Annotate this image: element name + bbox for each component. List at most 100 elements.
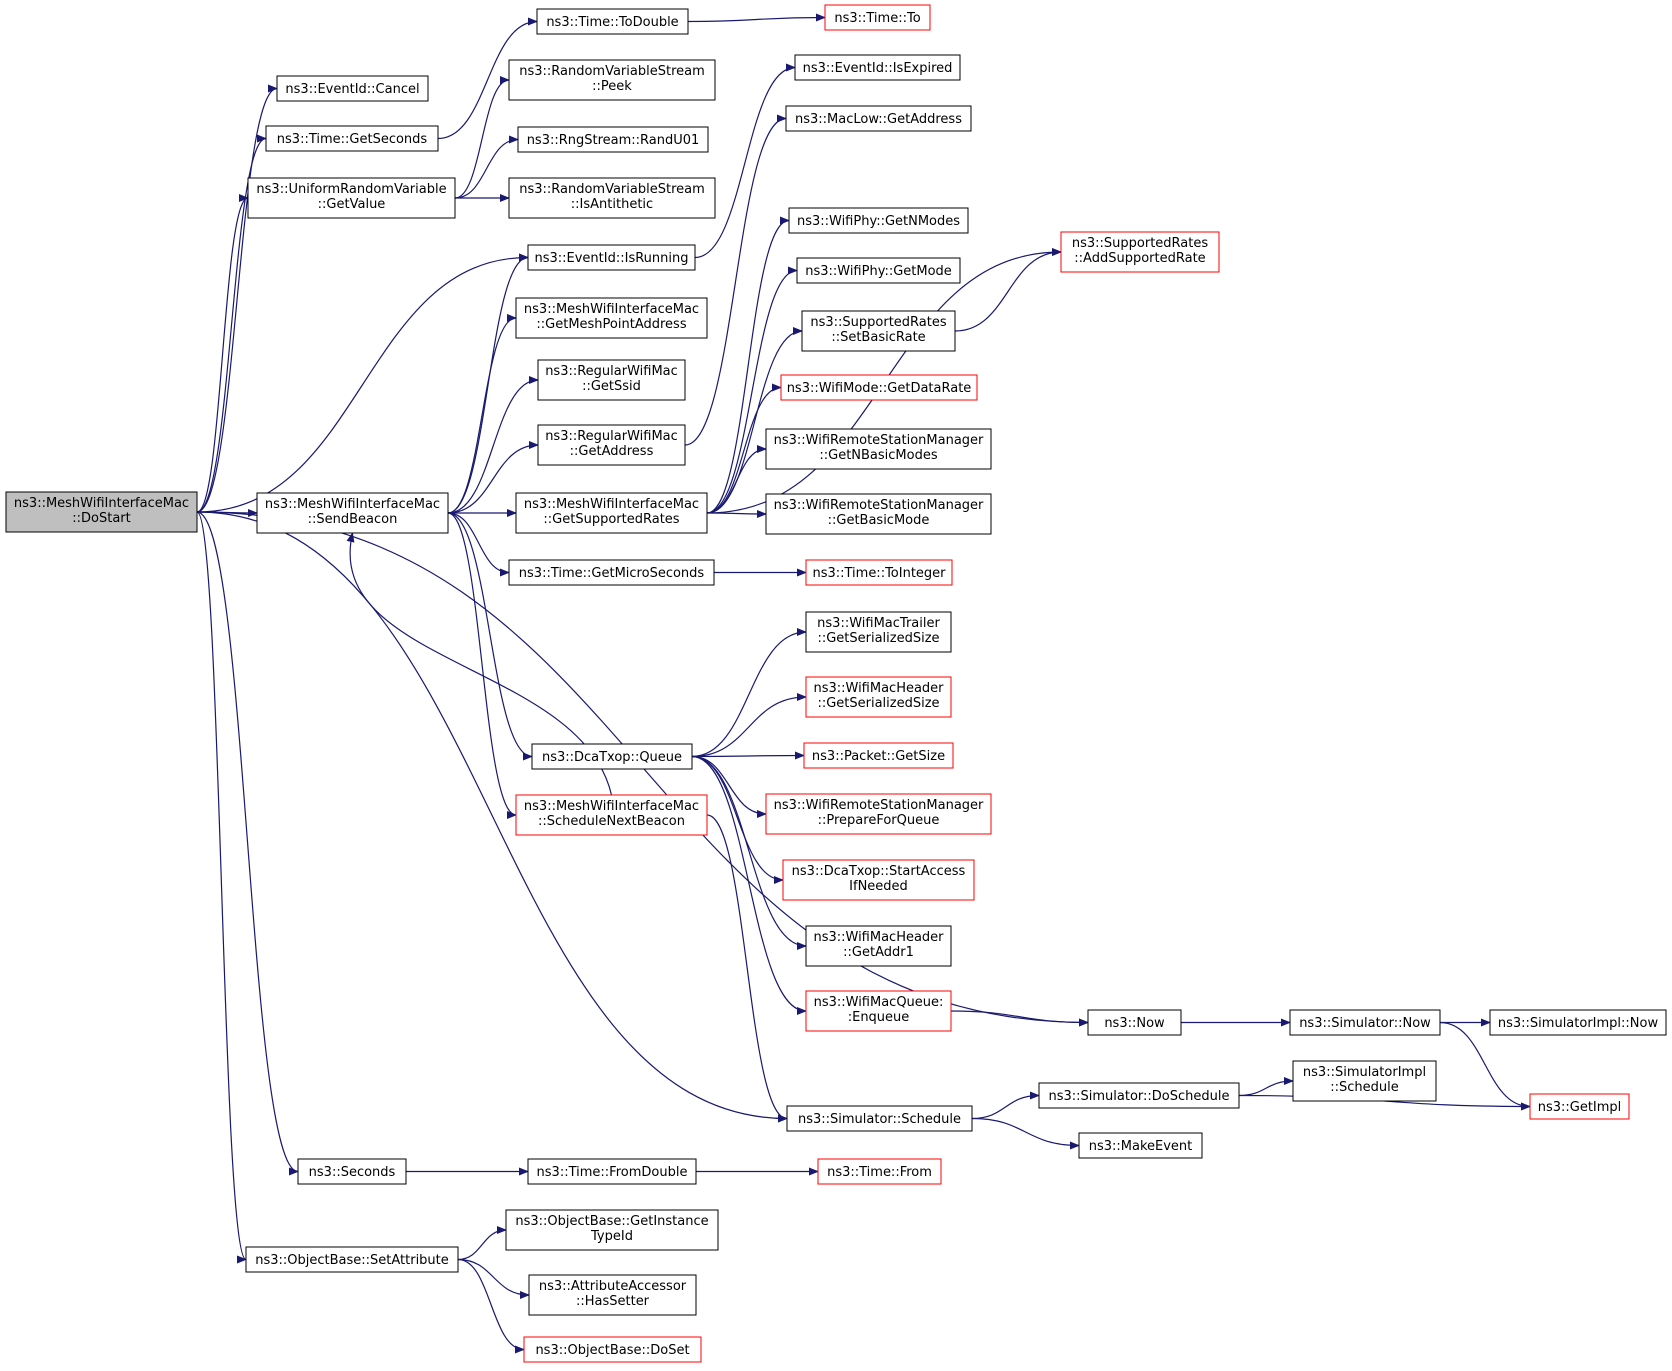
node-getaddr1[interactable]: ns3::WifiMacHeader::GetAddr1 xyxy=(805,925,952,967)
node-box xyxy=(256,492,449,534)
node-label: ns3::RandomVariableStream xyxy=(519,64,705,79)
node-getmicroseconds[interactable]: ns3::Time::GetMicroSeconds xyxy=(508,559,715,586)
edge-getsupportedrates-to-getmode xyxy=(706,266,798,514)
node-isantithetic[interactable]: ns3::RandomVariableStream::IsAntithetic xyxy=(508,177,716,219)
node-label: ns3::ObjectBase::GetInstance xyxy=(515,1214,708,1229)
node-packetgetsize[interactable]: ns3::Packet::GetSize xyxy=(803,742,954,769)
edge-isrunning-to-isexpired xyxy=(694,63,796,259)
node-isrunning[interactable]: ns3::EventId::IsRunning xyxy=(527,244,696,271)
node-box xyxy=(1078,1132,1203,1159)
edge-sendbeacon-to-getssid xyxy=(447,376,539,514)
node-randu01[interactable]: ns3::RngStream::RandU01 xyxy=(517,126,709,153)
node-enqueue[interactable]: ns3::WifiMacQueue::Enqueue xyxy=(805,990,952,1032)
node-getssid[interactable]: ns3::RegularWifiMac::GetSsid xyxy=(537,359,686,401)
node-simschedule[interactable]: ns3::Simulator::Schedule xyxy=(786,1105,973,1132)
node-label: ns3::Seconds xyxy=(309,1165,396,1180)
edge-urvgetvalue-to-randu01 xyxy=(454,135,519,199)
node-label: ns3::Time::From xyxy=(827,1165,932,1180)
node-simimplschedule[interactable]: ns3::SimulatorImpl::Schedule xyxy=(1292,1060,1437,1102)
edge-root-to-simschedule xyxy=(196,511,788,1123)
edge-root-to-cancel xyxy=(196,84,278,513)
node-urvgetvalue[interactable]: ns3::UniformRandomVariable::GetValue xyxy=(247,177,456,219)
node-box xyxy=(247,177,456,219)
edge-simschedule-to-doschedule xyxy=(971,1091,1040,1120)
node-box xyxy=(803,742,954,769)
node-label: ns3::EventId::Cancel xyxy=(285,82,419,97)
node-box xyxy=(824,4,931,31)
node-label: ns3::WifiRemoteStationManager xyxy=(774,433,984,448)
edge-rwmgetaddress-to-maclowgetaddress xyxy=(684,114,787,446)
node-label: ns3::WifiRemoteStationManager xyxy=(774,498,984,513)
node-trailersize[interactable]: ns3::WifiMacTrailer::GetSerializedSize xyxy=(805,611,952,653)
node-getmode[interactable]: ns3::WifiPhy::GetMode xyxy=(796,257,961,284)
edge-sendbeacon-to-getmeshpoint xyxy=(447,314,517,514)
node-getnmodes[interactable]: ns3::WifiPhy::GetNModes xyxy=(788,207,969,234)
node-box xyxy=(765,428,992,470)
node-doset[interactable]: ns3::ObjectBase::DoSet xyxy=(523,1336,702,1363)
node-getbasicmode[interactable]: ns3::WifiRemoteStationManager::GetBasicM… xyxy=(765,493,992,535)
node-label: ns3::Simulator::Schedule xyxy=(798,1112,961,1127)
node-doschedule[interactable]: ns3::Simulator::DoSchedule xyxy=(1038,1082,1240,1109)
node-todouble[interactable]: ns3::Time::ToDouble xyxy=(536,8,689,35)
node-headersize[interactable]: ns3::WifiMacHeader::GetSerializedSize xyxy=(805,676,952,718)
node-label: ::GetSerializedSize xyxy=(817,696,939,711)
node-setattribute[interactable]: ns3::ObjectBase::SetAttribute xyxy=(245,1246,459,1273)
node-seconds[interactable]: ns3::Seconds xyxy=(297,1158,407,1185)
node-label: ns3::DcaTxop::StartAccess xyxy=(792,864,966,879)
edge-sendbeacon-to-dcaqueue xyxy=(447,512,533,761)
node-simimplnow[interactable]: ns3::SimulatorImpl::Now xyxy=(1489,1009,1667,1036)
node-getdatarate[interactable]: ns3::WifiMode::GetDataRate xyxy=(780,374,978,401)
node-box xyxy=(276,75,429,102)
node-box xyxy=(796,257,961,284)
node-prepareforqueue[interactable]: ns3::WifiRemoteStationManager::PrepareFo… xyxy=(765,793,992,835)
node-getnbasicmodes[interactable]: ns3::WifiRemoteStationManager::GetNBasic… xyxy=(765,428,992,470)
node-peek[interactable]: ns3::RandomVariableStream::Peek xyxy=(508,59,716,101)
node-tointeger[interactable]: ns3::Time::ToInteger xyxy=(805,559,953,586)
node-box xyxy=(1289,1009,1441,1036)
node-simnow[interactable]: ns3::Simulator::Now xyxy=(1289,1009,1441,1036)
node-label: ns3::RngStream::RandU01 xyxy=(527,133,700,148)
node-box xyxy=(297,1158,407,1185)
node-timefrom[interactable]: ns3::Time::From xyxy=(817,1158,942,1185)
node-box xyxy=(805,611,952,653)
node-getsupportedrates[interactable]: ns3::MeshWifiInterfaceMac::GetSupportedR… xyxy=(515,492,708,534)
node-fromdouble[interactable]: ns3::Time::FromDouble xyxy=(527,1158,697,1185)
node-hassetter[interactable]: ns3::AttributeAccessor::HasSetter xyxy=(528,1274,697,1316)
node-box xyxy=(245,1246,459,1273)
node-label: ns3::SupportedRates xyxy=(810,315,946,330)
node-box xyxy=(782,859,975,901)
node-rwmgetaddress[interactable]: ns3::RegularWifiMac::GetAddress xyxy=(537,424,686,466)
node-label: ::GetSupportedRates xyxy=(543,512,679,527)
node-setbasicrate[interactable]: ns3::SupportedRates::SetBasicRate xyxy=(801,310,956,352)
node-label: ns3::WifiPhy::GetMode xyxy=(805,264,952,279)
node-timeto[interactable]: ns3::Time::To xyxy=(824,4,931,31)
node-label: ::GetSerializedSize xyxy=(817,631,939,646)
node-box xyxy=(805,676,952,718)
node-label: ns3::UniformRandomVariable xyxy=(256,182,446,197)
node-label: ns3::WifiMacHeader xyxy=(813,930,944,945)
node-now[interactable]: ns3::Now xyxy=(1087,1009,1182,1036)
node-maclowgetaddress[interactable]: ns3::MacLow::GetAddress xyxy=(785,105,972,132)
node-label: ns3::AttributeAccessor xyxy=(539,1279,687,1294)
node-getimpl[interactable]: ns3::GetImpl xyxy=(1529,1093,1630,1120)
node-box xyxy=(508,177,716,219)
node-schedulenext[interactable]: ns3::MeshWifiInterfaceMac::ScheduleNextB… xyxy=(515,794,708,836)
node-getseconds[interactable]: ns3::Time::GetSeconds xyxy=(265,125,439,152)
node-makeevent[interactable]: ns3::MakeEvent xyxy=(1078,1132,1203,1159)
node-getmeshpoint[interactable]: ns3::MeshWifiInterfaceMac::GetMeshPointA… xyxy=(515,297,708,339)
node-isexpired[interactable]: ns3::EventId::IsExpired xyxy=(794,54,961,81)
node-dcaqueue[interactable]: ns3::DcaTxop::Queue xyxy=(531,743,693,770)
node-addsupportedrate[interactable]: ns3::SupportedRates::AddSupportedRate xyxy=(1060,231,1220,273)
node-cancel[interactable]: ns3::EventId::Cancel xyxy=(276,75,429,102)
node-root[interactable]: ns3::MeshWifiInterfaceMac::DoStart xyxy=(5,491,198,533)
node-sendbeacon[interactable]: ns3::MeshWifiInterfaceMac::SendBeacon xyxy=(256,492,449,534)
edge-doschedule-to-simimplschedule xyxy=(1238,1077,1294,1097)
node-label: ns3::MacLow::GetAddress xyxy=(795,112,962,127)
node-label: ::AddSupportedRate xyxy=(1074,251,1205,266)
node-label: ::Schedule xyxy=(1330,1080,1399,1095)
edge-root-to-urvgetvalue xyxy=(196,194,249,513)
edge-dcaqueue-to-getaddr1 xyxy=(691,755,807,950)
